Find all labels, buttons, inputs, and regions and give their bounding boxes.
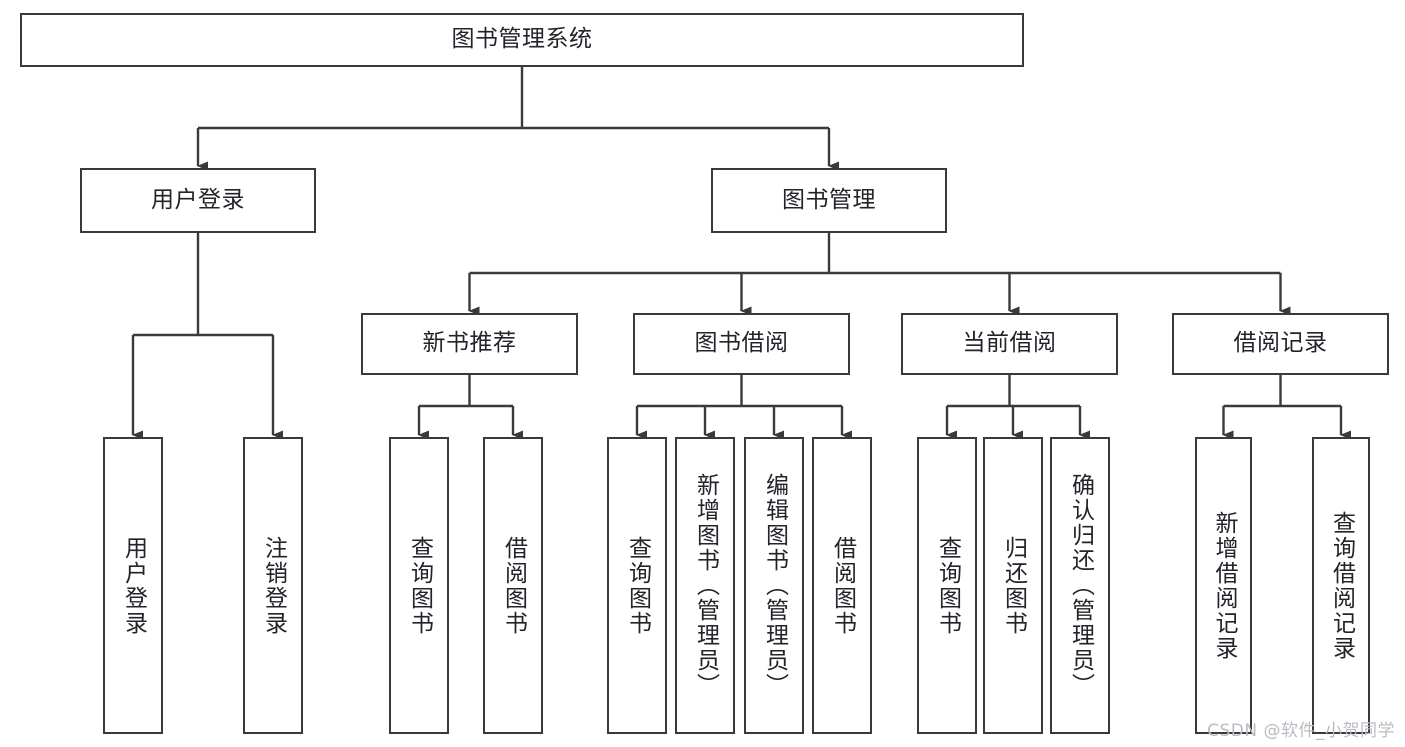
node-label: 用户登录: [151, 186, 245, 213]
node-label: 当前借阅: [962, 330, 1057, 357]
node-book-borrow[interactable]: 图书借阅: [633, 313, 850, 375]
node-label: 新书推荐: [422, 330, 517, 357]
node-leaf-return-book[interactable]: 归还图书: [983, 437, 1043, 734]
node-label: 借阅图书: [829, 535, 856, 636]
node-label: 图书借阅: [694, 330, 789, 357]
node-leaf-borrow-book-1[interactable]: 借阅图书: [483, 437, 543, 734]
node-label: 查询图书: [624, 535, 651, 636]
node-leaf-query-book-3[interactable]: 查询图书: [917, 437, 977, 734]
node-label: 用户登录: [120, 535, 147, 636]
node-leaf-confirm-return[interactable]: 确认归还（管理员）: [1050, 437, 1110, 734]
node-label: 注销登录: [260, 535, 287, 636]
node-label: 归还图书: [1000, 535, 1027, 636]
node-label: 新增借阅记录: [1211, 510, 1237, 661]
node-leaf-borrow-book-2[interactable]: 借阅图书: [812, 437, 872, 734]
node-label: 查询图书: [934, 535, 961, 636]
node-label: 图书管理系统: [451, 26, 593, 53]
node-book-manage[interactable]: 图书管理: [711, 168, 947, 233]
node-root[interactable]: 图书管理系统: [20, 13, 1024, 67]
node-label: 确认归还（管理员）: [1067, 473, 1094, 698]
node-current-borrow[interactable]: 当前借阅: [901, 313, 1118, 375]
node-label: 新增图书（管理员）: [692, 473, 719, 698]
node-user-login[interactable]: 用户登录: [80, 168, 316, 233]
node-leaf-query-book-1[interactable]: 查询图书: [389, 437, 449, 734]
node-leaf-user-login[interactable]: 用户登录: [103, 437, 163, 734]
node-borrow-record[interactable]: 借阅记录: [1172, 313, 1389, 375]
node-leaf-query-record[interactable]: 查询借阅记录: [1312, 437, 1370, 734]
node-label: 编辑图书（管理员）: [761, 473, 788, 698]
node-label: 图书管理: [782, 186, 876, 213]
node-leaf-query-book-2[interactable]: 查询图书: [607, 437, 667, 734]
node-label: 借阅图书: [500, 535, 527, 636]
node-label: 查询图书: [406, 535, 433, 636]
node-leaf-logout[interactable]: 注销登录: [243, 437, 303, 734]
node-label: 借阅记录: [1233, 330, 1328, 357]
node-leaf-add-record[interactable]: 新增借阅记录: [1195, 437, 1252, 734]
node-leaf-edit-book[interactable]: 编辑图书（管理员）: [744, 437, 804, 734]
node-label: 查询借阅记录: [1328, 510, 1355, 661]
node-new-book-recommend[interactable]: 新书推荐: [361, 313, 578, 375]
watermark: CSDN @软件_小贺同学: [1207, 721, 1395, 741]
node-leaf-add-book[interactable]: 新增图书（管理员）: [675, 437, 735, 734]
